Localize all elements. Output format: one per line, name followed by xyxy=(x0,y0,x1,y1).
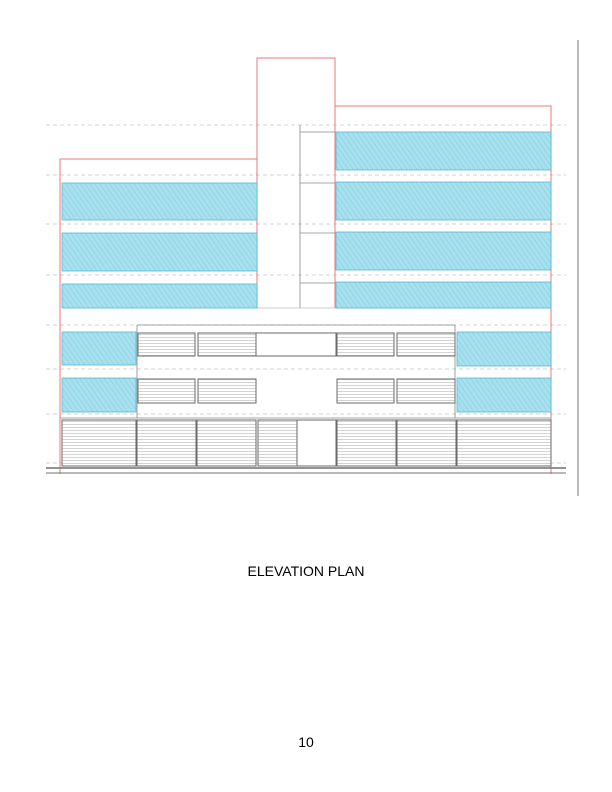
podium-shutters xyxy=(137,332,456,404)
drawing-title: ELEVATION PLAN xyxy=(247,563,365,579)
ground-line xyxy=(46,467,566,474)
upper-glazing-right xyxy=(335,131,552,309)
upper-glazing-left xyxy=(61,182,258,309)
page-number: 10 xyxy=(298,734,314,750)
ground-floor-shutters xyxy=(61,419,552,467)
podium-glazing xyxy=(61,331,552,413)
